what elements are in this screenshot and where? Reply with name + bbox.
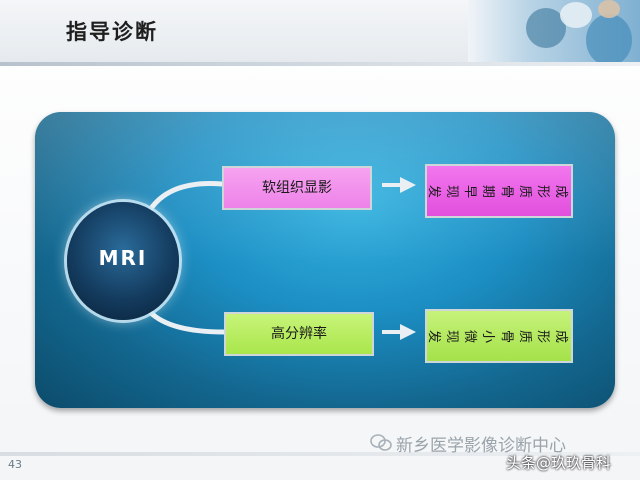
arrow-top (382, 177, 416, 193)
wechat-icon (370, 433, 392, 453)
footer-bar (0, 452, 640, 456)
watermark: 新乡医学影像诊断中心 (370, 432, 640, 456)
mri-node (67, 202, 179, 320)
result-box-micro-bone: 发现微小骨质形成 (425, 309, 573, 363)
result-box-early-bone: 发现早期骨质形成 (425, 164, 573, 218)
branch-box-high-resolution: 高分辨率 (224, 312, 374, 356)
page-number: 43 (8, 458, 22, 471)
branch-connector-top (147, 181, 225, 213)
watermark-handle: @玖玖骨科 (536, 454, 612, 472)
header-photo (468, 0, 640, 62)
mri-node-label: MRI (98, 246, 148, 270)
result-text-early-bone: 发现早期骨质形成 (426, 184, 568, 198)
arrow-bottom (382, 324, 416, 340)
watermark-account: 头条@玖玖骨科 (506, 452, 611, 474)
watermark-source: 新乡医学影像诊断中心 (396, 435, 566, 456)
branch-connector-bottom (147, 309, 227, 335)
result-text-micro-bone: 发现微小骨质形成 (426, 329, 568, 343)
page-title: 指导诊断 (66, 20, 158, 44)
branch-box-soft-tissue: 软组织显影 (222, 166, 372, 210)
watermark-platform: 头条 (506, 454, 537, 472)
header-divider (0, 62, 640, 66)
